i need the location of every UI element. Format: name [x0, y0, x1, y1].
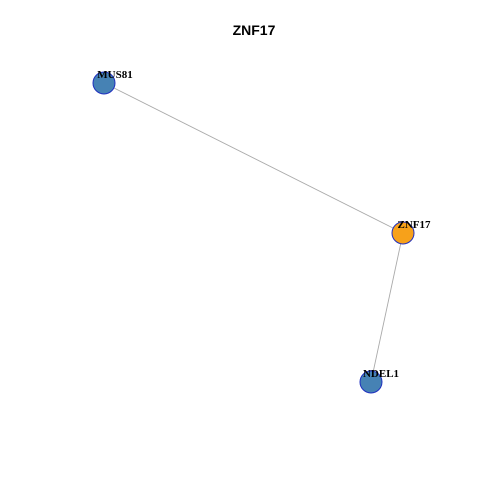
node-mus81-label: MUS81: [97, 69, 132, 81]
node-znf17-circle[interactable]: [391, 221, 415, 245]
edges-layer: [103, 82, 404, 383]
node-znf17-label: ZNF17: [398, 219, 432, 231]
node-znf17[interactable]: ZNF17: [391, 219, 432, 245]
graph-title: ZNF17: [233, 22, 276, 38]
node-ndel1-circle[interactable]: [359, 370, 383, 394]
node-ndel1[interactable]: NDEL1: [359, 368, 399, 394]
node-mus81-circle[interactable]: [92, 71, 116, 95]
node-mus81[interactable]: MUS81: [92, 69, 133, 95]
edge-znf17-ndel1: [370, 232, 404, 383]
nodes-layer: MUS81 ZNF17 NDEL1: [92, 69, 432, 394]
edge-mus81-znf17: [103, 82, 404, 234]
node-ndel1-label: NDEL1: [363, 368, 399, 380]
